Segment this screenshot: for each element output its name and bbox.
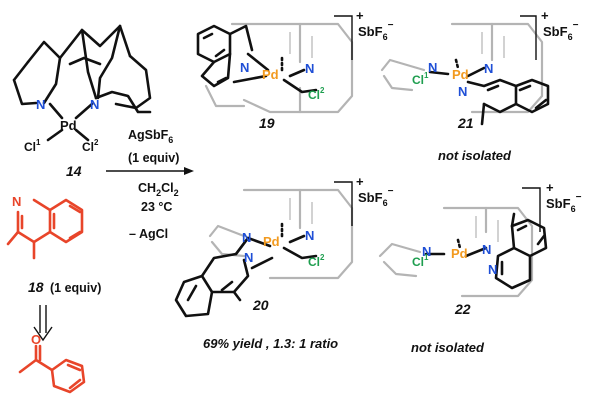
n-left-label: N	[36, 97, 45, 112]
counterion-anion-22: SbF6−	[546, 192, 582, 214]
p22-n-ligand: N	[488, 262, 497, 277]
compound-18-number: 18	[28, 279, 44, 295]
counterion-21: + SbF6−	[541, 8, 579, 42]
p20-n-right: N	[305, 228, 314, 243]
p19-n-right: N	[305, 61, 314, 76]
counterion-charge-20: +	[356, 174, 364, 189]
p19-pd-label: Pd	[262, 67, 279, 82]
cl2-label: Cl2	[82, 138, 99, 154]
p20-status: 69% yield , 1.3: 1 ratio	[203, 336, 338, 351]
p20-number: 20	[252, 297, 269, 313]
ligand-18: N 18 (1 equiv)	[6, 194, 101, 295]
p21-pd-label: Pd	[452, 67, 469, 82]
p22-n-right: N	[482, 242, 491, 257]
pd-label: Pd	[60, 118, 77, 133]
p21-n-ligand: N	[458, 84, 467, 99]
counterion-charge-22: +	[546, 180, 554, 195]
product-21: N Pd N N Cl1 21 not isolated	[380, 15, 550, 163]
p21-n-left: N	[428, 60, 437, 75]
counterion-anion-20: SbF6−	[358, 186, 394, 208]
byproduct-label: – AgCl	[129, 227, 168, 241]
p19-cl-label: Cl2	[308, 86, 325, 102]
retro-arrow	[33, 305, 53, 342]
counterion-19: + SbF6−	[356, 8, 394, 42]
temperature-label: 23 °C	[141, 200, 172, 214]
p21-number: 21	[457, 115, 474, 131]
counterion-charge-19: +	[356, 8, 364, 23]
p20-cl-label: Cl2	[308, 253, 325, 269]
p19-number: 19	[259, 115, 275, 131]
acetophenone: O	[18, 332, 86, 394]
p22-number: 22	[454, 301, 471, 317]
p22-pd-label: Pd	[451, 246, 468, 261]
counterion-anion-21: SbF6−	[543, 20, 579, 42]
p21-status: not isolated	[438, 148, 512, 163]
p22-n-left: N	[422, 244, 431, 259]
product-19: N Pd N Cl2 19	[196, 15, 354, 131]
ligand-n-label: N	[12, 194, 21, 209]
reagent-equiv: (1 equiv)	[128, 151, 179, 165]
p22-cl-label: Cl1	[412, 253, 429, 269]
p20-n-left: N	[242, 230, 251, 245]
p20-n-ligand: N	[244, 250, 253, 265]
product-22: N Pd N N Cl1 22 not isolated	[378, 187, 548, 355]
compound-14-number: 14	[66, 163, 82, 179]
p22-status: not isolated	[411, 340, 485, 355]
counterion-22: + SbF6−	[546, 180, 582, 214]
p21-cl-label: Cl1	[412, 71, 429, 87]
reaction-conditions: AgSbF6 (1 equiv) CH2Cl2 23 °C – AgCl	[106, 128, 194, 241]
counterion-20: + SbF6−	[356, 174, 394, 208]
p19-n-left: N	[240, 60, 249, 75]
reagent-label: AgSbF6	[128, 128, 173, 145]
n-right-label: N	[90, 97, 99, 112]
solvent-label: CH2Cl2	[138, 181, 179, 198]
ketone-o-label: O	[31, 332, 41, 347]
p20-pd-label: Pd	[263, 234, 280, 249]
p21-n-right: N	[484, 61, 493, 76]
complex-14: N N Pd Cl1 Cl2 14	[12, 24, 152, 179]
product-20: N N Pd N Cl2 20 69% yield , 1.3: 1 ratio	[174, 181, 354, 351]
cl1-label: Cl1	[24, 138, 41, 154]
ligand-equiv: (1 equiv)	[50, 281, 101, 295]
counterion-charge-21: +	[541, 8, 549, 23]
counterion-anion-19: SbF6−	[358, 20, 394, 42]
